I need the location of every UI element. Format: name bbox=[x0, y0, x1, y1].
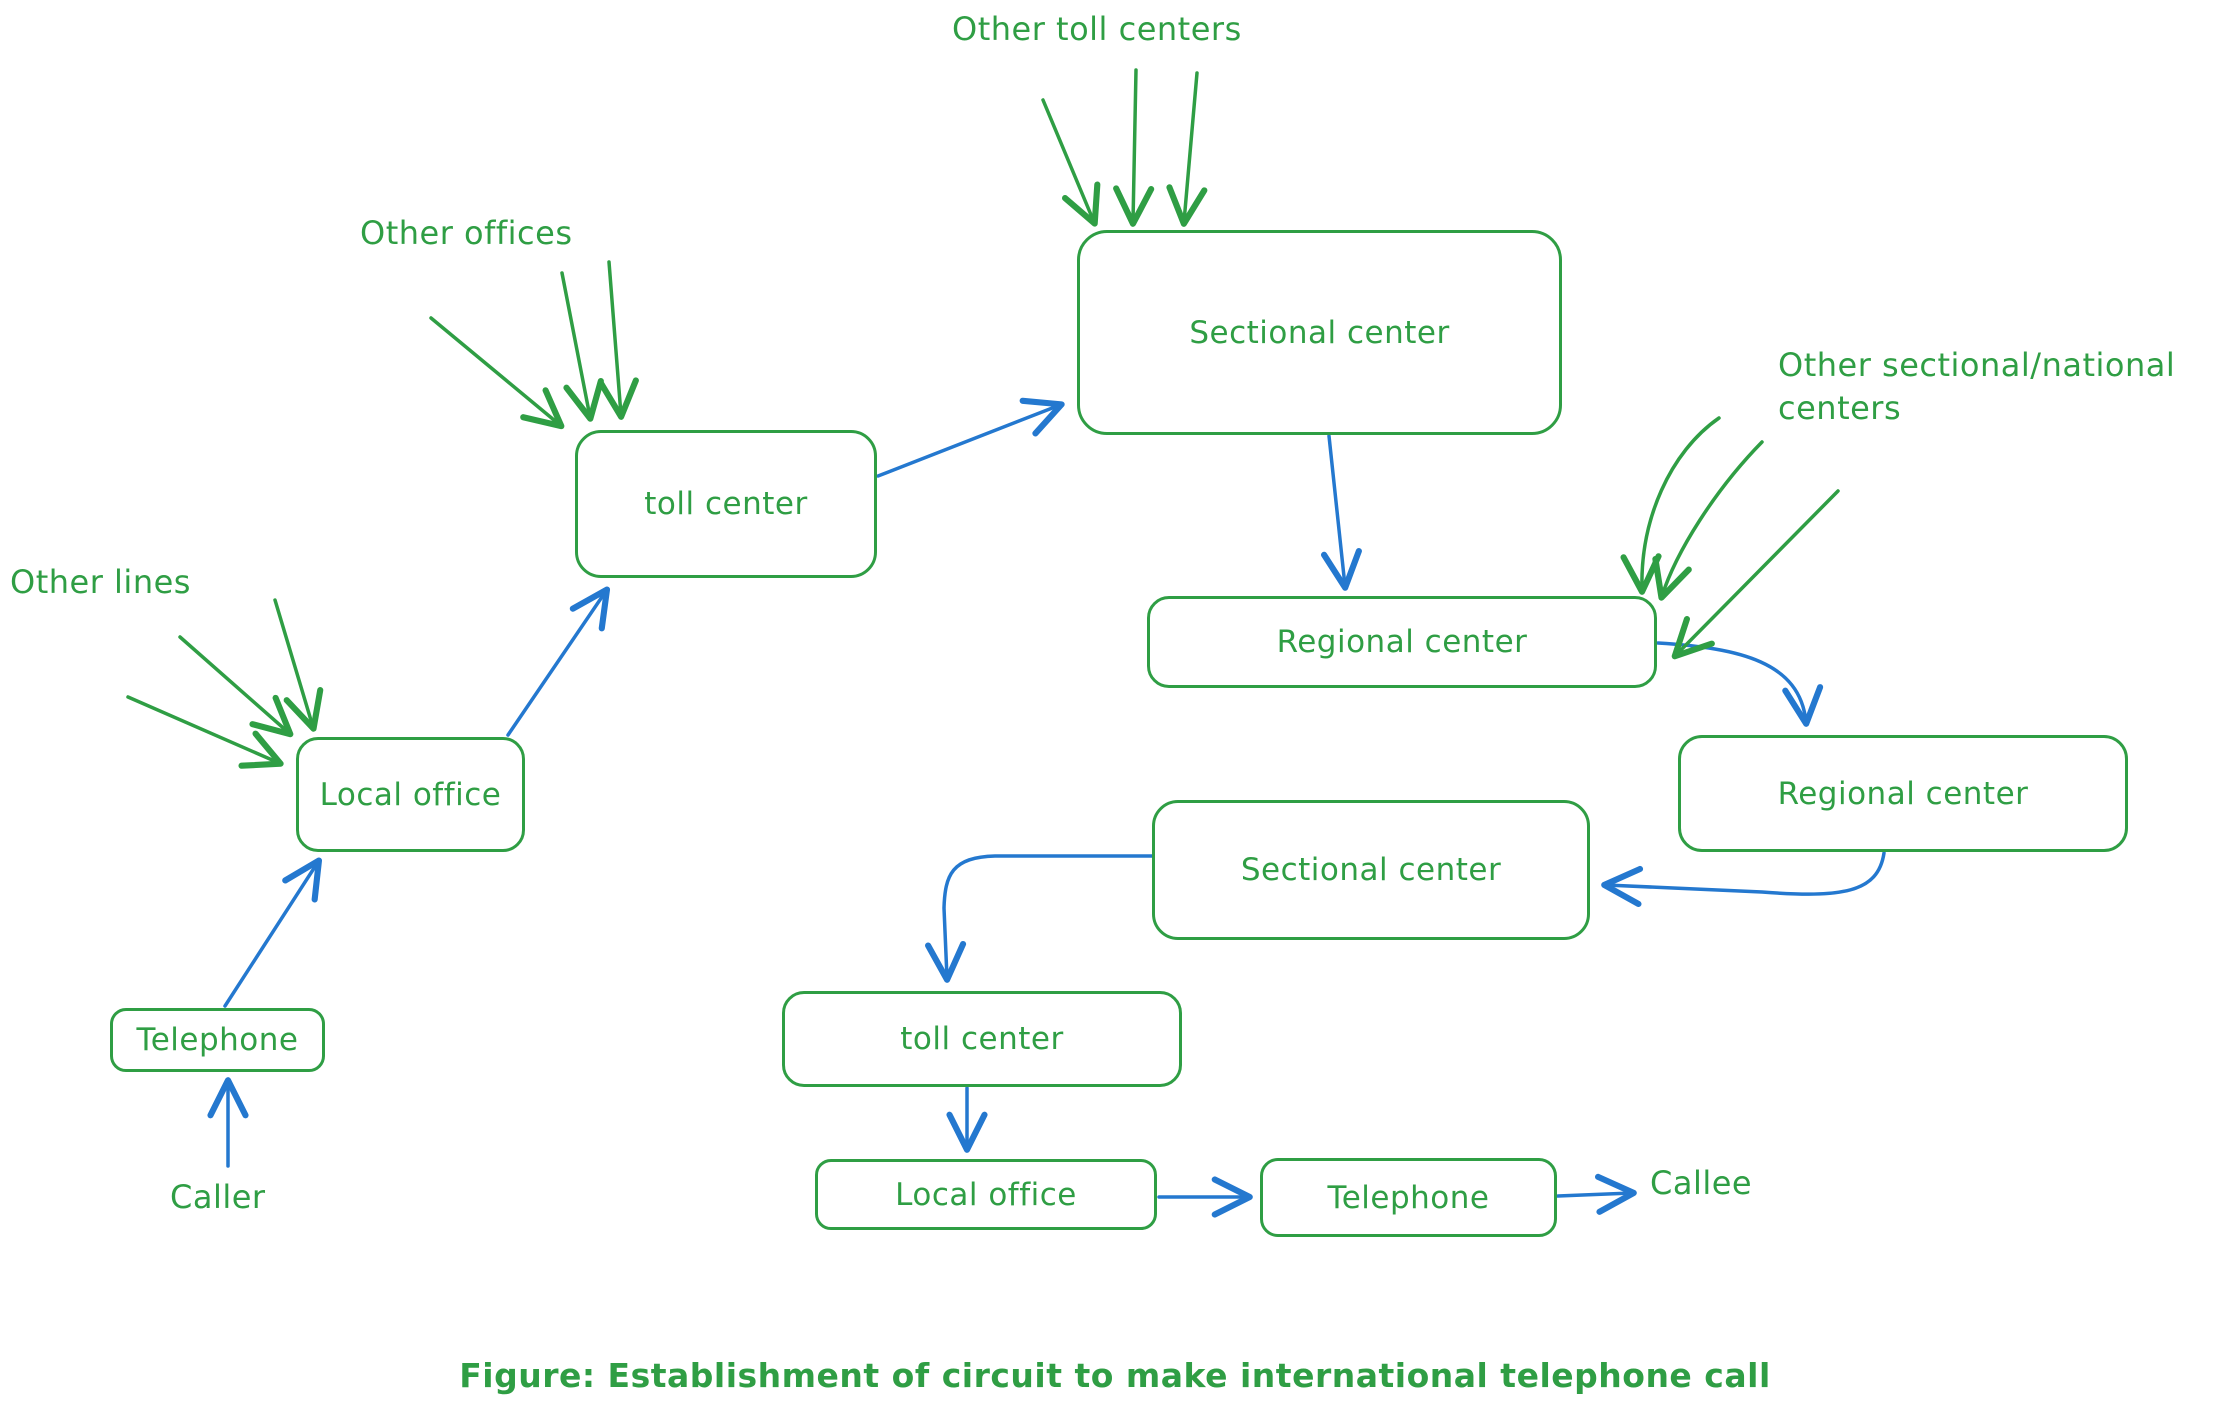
node-sectional-center-2: Sectional center bbox=[1152, 800, 1590, 940]
arrow-other-toll-centers-3 bbox=[1166, 71, 1208, 227]
label-callee: Callee bbox=[1650, 1164, 1753, 1202]
node-label: Local office bbox=[895, 1176, 1077, 1213]
node-label: toll center bbox=[900, 1021, 1064, 1057]
arrow-other-lines-3 bbox=[273, 598, 324, 732]
label-other-offices: Other offices bbox=[360, 214, 573, 252]
node-regional-center-2: Regional center bbox=[1678, 735, 2128, 852]
node-label: Regional center bbox=[1777, 775, 2029, 812]
node-telephone-1: Telephone bbox=[110, 1008, 325, 1072]
node-local-office-2: Local office bbox=[815, 1159, 1157, 1230]
arrow-sectional-center-1-to-regional-center-1 bbox=[1321, 434, 1362, 591]
arrow-other-lines-1 bbox=[126, 695, 284, 769]
arrow-other-offices-2 bbox=[560, 271, 604, 422]
node-label: Telephone bbox=[1327, 1179, 1490, 1216]
node-toll-center-1: toll center bbox=[575, 430, 877, 578]
node-label: Telephone bbox=[136, 1022, 299, 1058]
node-label: Sectional center bbox=[1240, 852, 1502, 888]
label-other-lines: Other lines bbox=[10, 563, 191, 601]
arrow-telephone-1-to-local-office-1 bbox=[223, 857, 323, 1008]
label-other-toll-centers: Other toll centers bbox=[952, 10, 1242, 48]
arrow-other-toll-centers-1 bbox=[1041, 98, 1101, 227]
figure-caption: Figure: Establishment of circuit to make… bbox=[459, 1356, 1771, 1395]
node-label: Sectional center bbox=[1189, 314, 1450, 351]
arrow-regional-center-1-to-regional-center-2 bbox=[1656, 641, 1824, 727]
node-local-office-1: Local office bbox=[296, 737, 525, 852]
label-other-sectional-national-centers: Other sectional/national centers bbox=[1778, 346, 2176, 428]
node-label: Local office bbox=[319, 776, 502, 813]
node-label: Regional center bbox=[1276, 624, 1528, 660]
node-sectional-center-1: Sectional center bbox=[1077, 230, 1562, 435]
arrow-telephone-2-to-callee bbox=[1556, 1173, 1637, 1215]
node-telephone-2: Telephone bbox=[1260, 1158, 1557, 1237]
arrow-other-offices-1 bbox=[429, 316, 565, 430]
arrow-other-sectional-2 bbox=[1652, 440, 1764, 601]
arrow-regional-center-2-to-sectional-center-2 bbox=[1601, 851, 1886, 908]
arrow-local-office-1-to-toll-center-1 bbox=[506, 586, 611, 737]
arrow-other-sectional-3 bbox=[1671, 489, 1840, 660]
node-regional-center-1: Regional center bbox=[1147, 596, 1657, 688]
arrow-other-offices-3 bbox=[597, 260, 639, 420]
node-label: toll center bbox=[644, 486, 808, 522]
arrow-sectional-center-2-to-toll-center-2 bbox=[925, 854, 1154, 983]
node-toll-center-2: toll center bbox=[782, 991, 1182, 1087]
arrow-other-toll-centers-2 bbox=[1113, 68, 1155, 227]
arrow-other-lines-2 bbox=[178, 635, 294, 738]
label-caller: Caller bbox=[170, 1178, 266, 1216]
arrow-toll-center-1-to-sectional-center-1 bbox=[876, 397, 1065, 478]
arrow-other-sectional-1 bbox=[1620, 416, 1721, 595]
